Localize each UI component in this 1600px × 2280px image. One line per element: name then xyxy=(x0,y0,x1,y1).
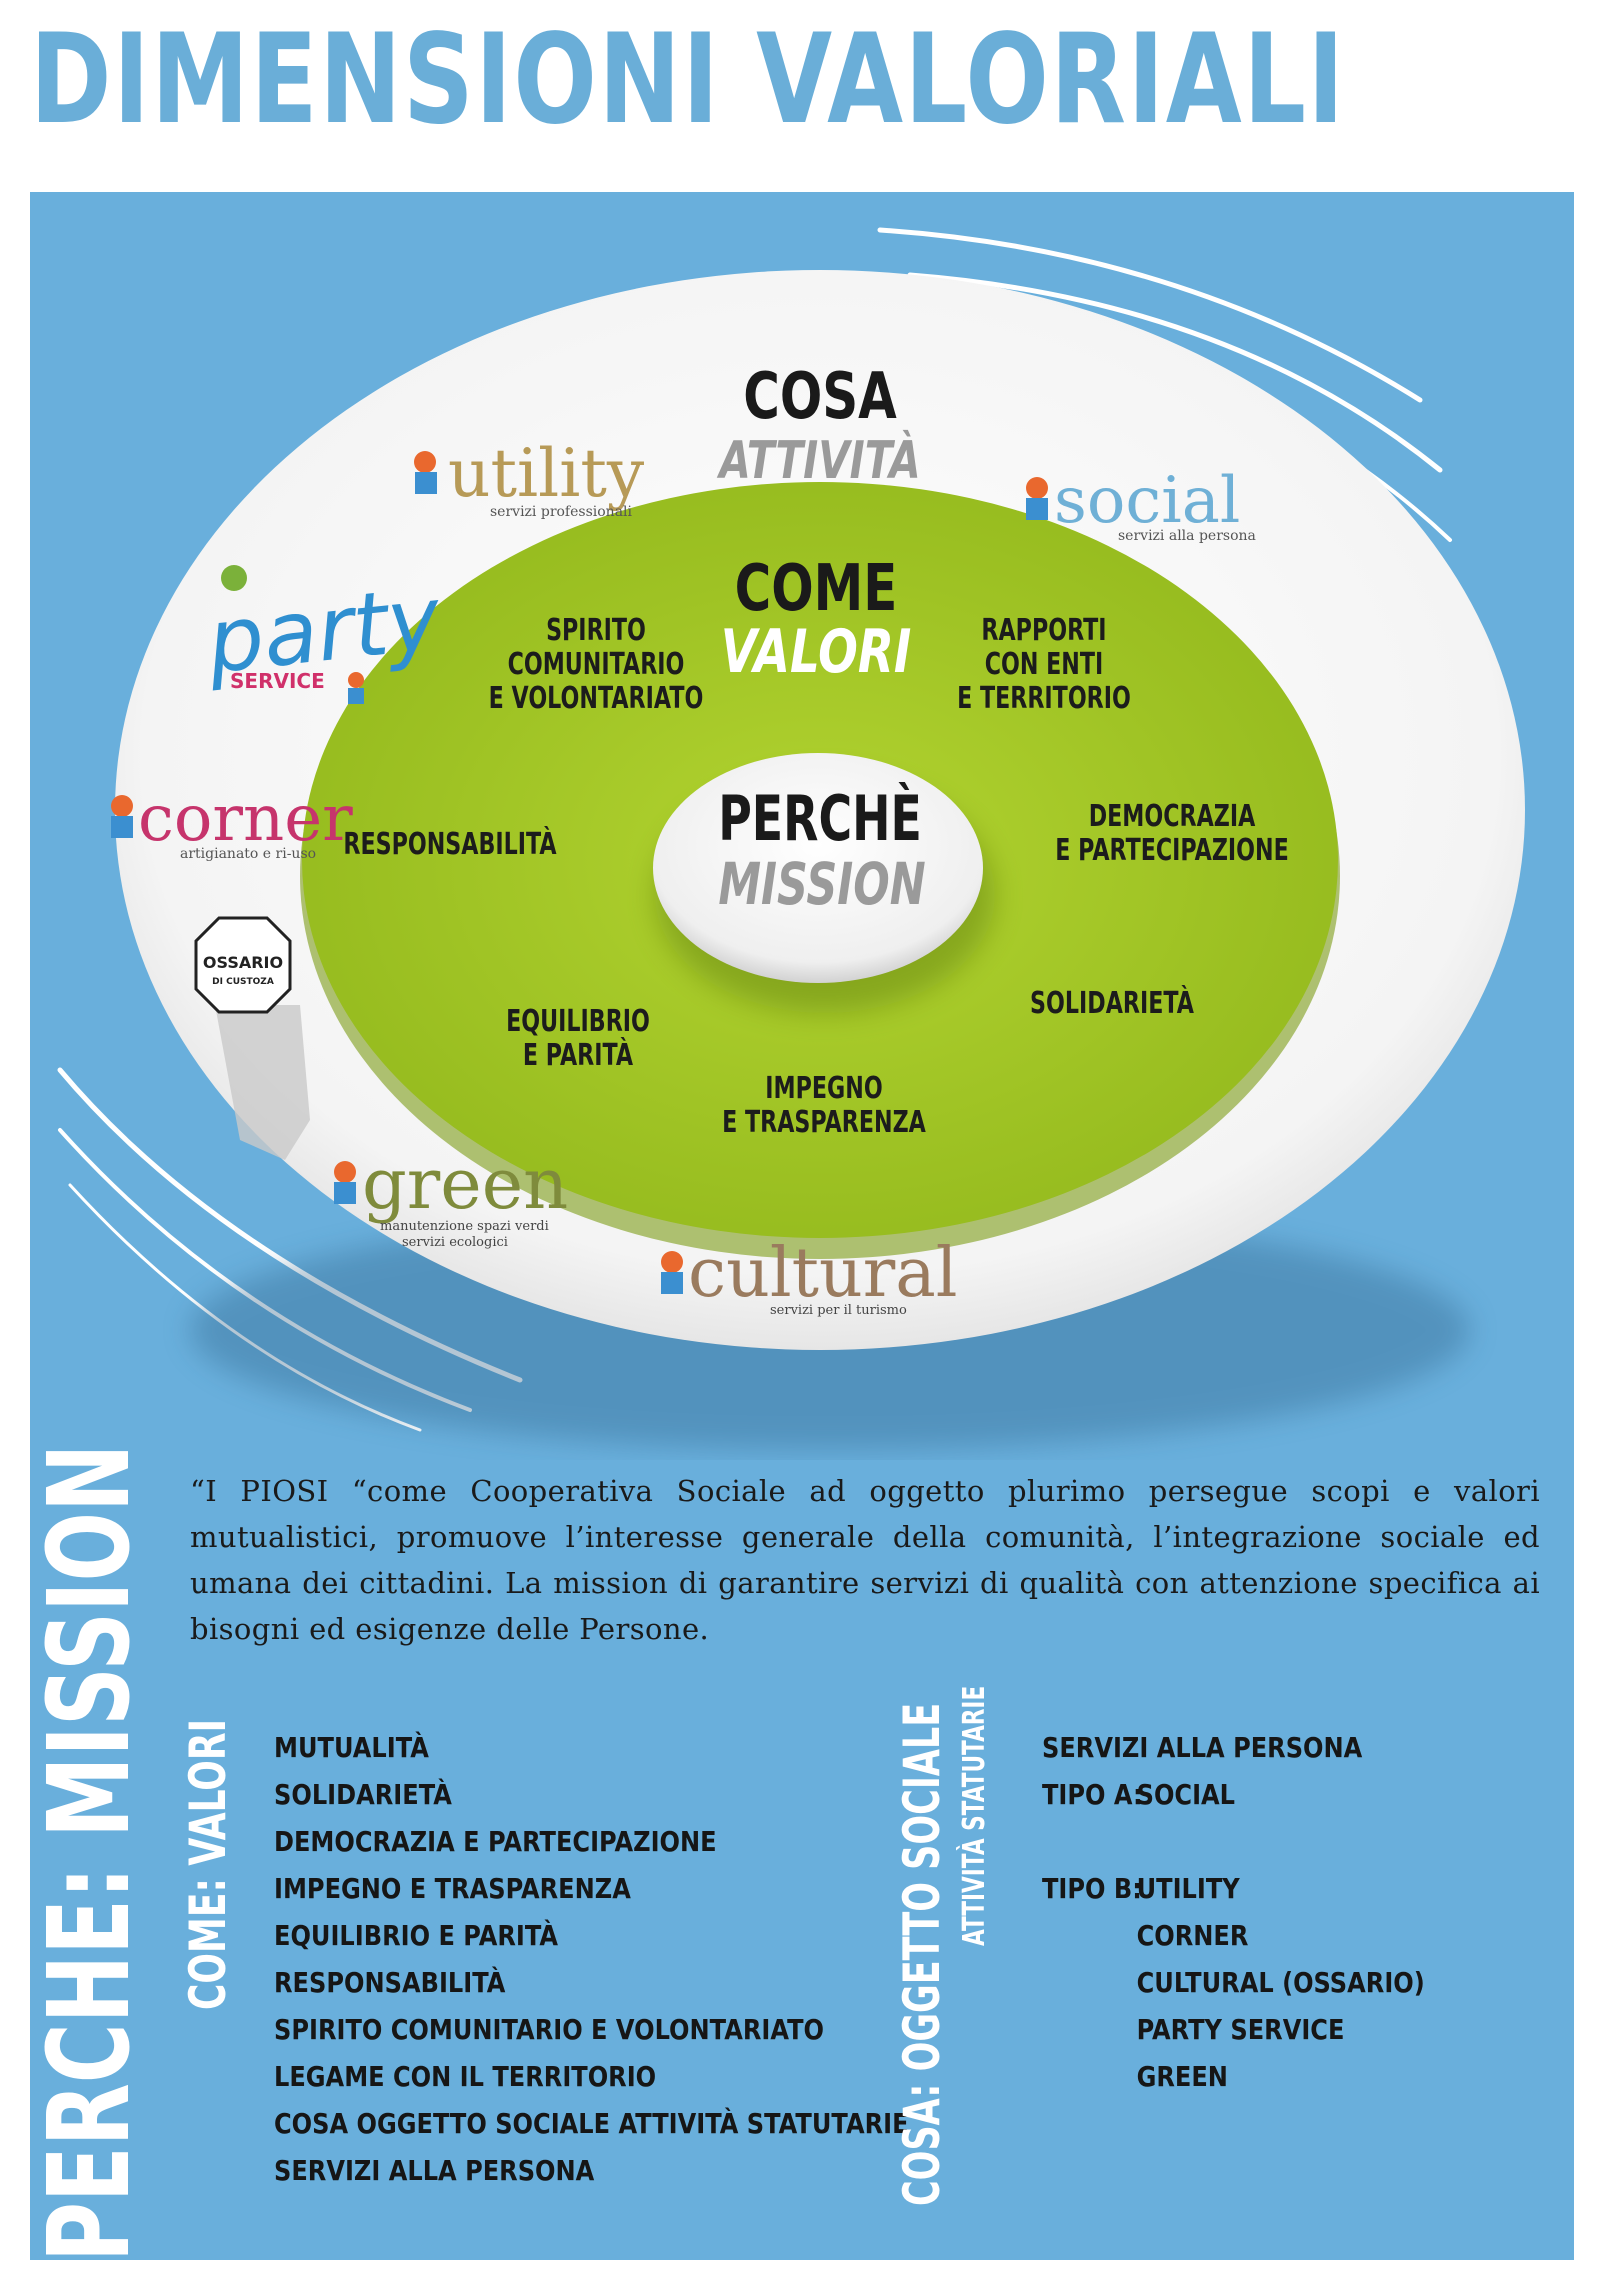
list-item: TIPO A:SOCIAL xyxy=(1042,1771,1425,1818)
list-item: EQUILIBRIO E PARITÀ xyxy=(274,1919,559,1952)
outer-ring-subtitle: ATTIVITÀ xyxy=(716,430,921,490)
type-b-item: PARTY SERVICE xyxy=(1136,2013,1345,2046)
logo-party-service: party SERVICE xyxy=(202,565,447,704)
svg-text:SPIRITO: SPIRITO xyxy=(546,614,646,648)
center-title: PERCHÈ xyxy=(718,781,922,855)
svg-text:SOLIDARIETÀ: SOLIDARIETÀ xyxy=(1030,985,1194,1021)
values-list: MUTUALITÀ SOLIDARIETÀ DEMOCRAZIA E PARTE… xyxy=(274,1724,1012,2194)
svg-text:COMUNITARIO: COMUNITARIO xyxy=(508,648,685,682)
type-a-item: SOCIAL xyxy=(1136,1778,1236,1811)
value-impegno: IMPEGNO E TRASPARENZA xyxy=(722,1072,926,1140)
type-b-item: CULTURAL (OSSARIO) xyxy=(1136,1966,1425,1999)
svg-text:DEMOCRAZIA: DEMOCRAZIA xyxy=(1089,800,1256,834)
list-item: RESPONSABILITÀ xyxy=(274,1966,506,1999)
svg-text:servizi professionali: servizi professionali xyxy=(490,504,633,520)
svg-text:servizi per il turismo: servizi per il turismo xyxy=(770,1303,907,1318)
logo-green: green manutenzione spazi verdi servizi e… xyxy=(334,1143,568,1250)
svg-text:E PARITÀ: E PARITÀ xyxy=(523,1037,634,1073)
svg-text:RESPONSABILITÀ: RESPONSABILITÀ xyxy=(343,826,557,862)
piosi-badge-icon xyxy=(348,672,364,704)
list-item: LEGAME CON IL TERRITORIO xyxy=(274,2060,657,2093)
list-item: CULTURAL (OSSARIO) xyxy=(1042,1959,1425,2006)
piosi-badge-icon xyxy=(414,451,437,494)
svg-text:utility: utility xyxy=(448,435,645,512)
value-equilibrio: EQUILIBRIO E PARITÀ xyxy=(506,1005,650,1073)
value-solidarieta: SOLIDARIETÀ xyxy=(1030,985,1194,1021)
list-item: CORNER xyxy=(1042,1912,1425,1959)
list-item: SOLIDARIETÀ xyxy=(274,1778,452,1811)
list-item: IMPEGNO E TRASPARENZA xyxy=(274,1872,631,1905)
list-item: TIPO B:UTILITY xyxy=(1042,1865,1425,1912)
list-item: SERVIZI ALLA PERSONA xyxy=(274,2154,595,2187)
logo-cultural: cultural servizi per il turismo xyxy=(661,1234,958,1318)
logo-utility: utility servizi professionali xyxy=(414,435,645,520)
svg-text:corner: corner xyxy=(138,782,353,856)
type-b-label: TIPO B: xyxy=(1042,1872,1142,1905)
middle-ring-subtitle: VALORI xyxy=(721,616,912,686)
list-item: SPIRITO COMUNITARIO E VOLONTARIATO xyxy=(274,2013,825,2046)
type-b-item: GREEN xyxy=(1136,2060,1228,2093)
svg-text:EQUILIBRIO: EQUILIBRIO xyxy=(506,1005,650,1039)
list-item: GREEN xyxy=(1042,2053,1425,2100)
svg-text:cultural: cultural xyxy=(688,1234,958,1313)
type-a-label: TIPO A: xyxy=(1042,1778,1143,1811)
svg-text:E TERRITORIO: E TERRITORIO xyxy=(957,682,1131,716)
logo-ossario: OSSARIO DI CUSTOZA xyxy=(194,916,310,1160)
value-rapporti-territorio: RAPPORTI CON ENTI E TERRITORIO xyxy=(957,614,1131,716)
list-item: DEMOCRAZIA E PARTECIPAZIONE xyxy=(274,1825,717,1858)
party-leaf-icon xyxy=(221,565,247,591)
svg-text:artigianato e ri-uso: artigianato e ri-uso xyxy=(180,846,316,862)
svg-text:IMPEGNO: IMPEGNO xyxy=(765,1072,882,1106)
svg-text:OSSARIO: OSSARIO xyxy=(203,953,283,972)
list-item: PARTY SERVICE xyxy=(1042,2006,1425,2053)
list-item: MUTUALITÀ xyxy=(274,1731,429,1764)
type-b-item: CORNER xyxy=(1136,1919,1249,1952)
object-section-label: COSA: OGGETTO SOCIALE xyxy=(893,1702,951,2206)
svg-text:E TRASPARENZA: E TRASPARENZA xyxy=(722,1106,926,1140)
values-diagram: COSA ATTIVITÀ COME VALORI PERCHÈ MISSION… xyxy=(57,227,1525,1450)
object-section-sublabel: ATTIVITÀ STATUTARIE xyxy=(957,1685,992,1946)
piosi-badge-icon xyxy=(111,795,133,838)
piosi-badge-icon xyxy=(334,1161,356,1204)
svg-text:E VOLONTARIATO: E VOLONTARIATO xyxy=(489,682,704,716)
piosi-badge-icon xyxy=(661,1251,683,1294)
logo-social: social servizi alla persona xyxy=(1026,464,1256,544)
mission-paragraph: “I PIOSI “come Cooperativa Sociale ad og… xyxy=(190,1474,1540,1646)
value-democrazia: DEMOCRAZIA E PARTECIPAZIONE xyxy=(1055,800,1289,868)
svg-text:servizi ecologici: servizi ecologici xyxy=(402,1235,508,1250)
value-spirito-comunitario: SPIRITO COMUNITARIO E VOLONTARIATO xyxy=(489,614,704,716)
list-item: COSA OGGETTO SOCIALE ATTIVITÀ STATUTARIE xyxy=(274,2107,909,2140)
list-gap xyxy=(1042,1818,1425,1865)
piosi-badge-icon xyxy=(1026,477,1048,520)
page-title: DIMENSIONI VALORIALI xyxy=(30,8,1346,152)
ossario-octagon-icon xyxy=(194,916,292,1014)
logo-corner: corner artigianato e ri-uso xyxy=(111,782,353,862)
object-list: SERVIZI ALLA PERSONA TIPO A:SOCIAL TIPO … xyxy=(1042,1724,1487,2100)
svg-text:E PARTECIPAZIONE: E PARTECIPAZIONE xyxy=(1055,834,1289,868)
middle-ring-title: COME xyxy=(735,551,898,626)
svg-text:DI CUSTOZA: DI CUSTOZA xyxy=(212,977,274,987)
svg-text:social: social xyxy=(1054,464,1240,538)
center-subtitle: MISSION xyxy=(718,852,925,919)
svg-text:manutenzione spazi verdi: manutenzione spazi verdi xyxy=(380,1219,549,1234)
outer-ring-title: COSA xyxy=(743,359,897,434)
center-disk xyxy=(653,753,983,983)
svg-text:servizi alla persona: servizi alla persona xyxy=(1118,528,1256,544)
side-label-mission: PERCHE: MISSION xyxy=(25,1443,155,2262)
svg-text:green: green xyxy=(362,1143,568,1225)
svg-text:party: party xyxy=(202,566,447,693)
object-heading: SERVIZI ALLA PERSONA xyxy=(1042,1731,1363,1764)
svg-text:SERVICE: SERVICE xyxy=(230,669,325,693)
values-section-label: COME: VALORI xyxy=(179,1718,237,2010)
ossario-shadow xyxy=(215,1005,310,1160)
value-responsabilita: RESPONSABILITÀ xyxy=(343,826,557,862)
svg-text:CON ENTI: CON ENTI xyxy=(985,648,1104,682)
svg-text:RAPPORTI: RAPPORTI xyxy=(981,614,1106,648)
type-b-item: UTILITY xyxy=(1136,1872,1240,1905)
